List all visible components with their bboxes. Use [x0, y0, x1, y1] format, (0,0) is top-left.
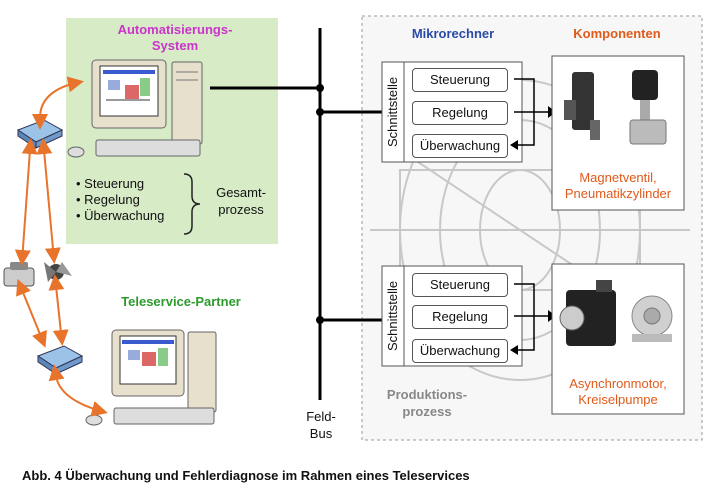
- component-bottom-label: Asynchronmotor, Kreiselpumpe: [569, 376, 667, 407]
- mikrorechner-title: Mikrorechner: [411, 26, 495, 41]
- centrifugal-pump-icon: [631, 295, 673, 342]
- teleservice-title: Teleservice-Partner: [121, 294, 241, 309]
- teleservice-computer-icon: [85, 329, 217, 426]
- komponenten-title: Komponenten: [573, 26, 661, 41]
- top-steuerung-box: Steuerung: [412, 68, 508, 92]
- communication-arrows: [14, 76, 108, 417]
- bullet-regelung: • Regelung: [76, 192, 140, 207]
- figure-caption: Abb. 4 Überwachung und Fehlerdiagnose im…: [22, 468, 470, 483]
- feldbus-label: Feld- Bus: [306, 409, 336, 441]
- interface-top-label: Schnittstelle: [385, 76, 400, 148]
- bottom-regelung-box: Regelung: [412, 305, 508, 329]
- machine-sketch: [370, 79, 690, 381]
- bottom-ueberwachung-box: Überwachung: [412, 339, 508, 363]
- top-ueberwachung-box: Überwachung: [412, 134, 508, 158]
- component-top-label: Magnetventil, Pneumatikzylinder: [564, 170, 672, 201]
- modem-top-icon: [16, 119, 64, 149]
- solenoid-valve-icon: [564, 72, 600, 140]
- automation-system-title: Automatisierungs- System: [117, 22, 233, 53]
- top-regelung-box: Regelung: [412, 101, 508, 125]
- async-motor-icon: [559, 280, 616, 346]
- interface-bottom-label: Schnittstelle: [385, 280, 400, 352]
- produktionsprozess-label: Produktions- prozess: [386, 387, 468, 419]
- bottom-steuerung-box: Steuerung: [412, 273, 508, 297]
- brace: [183, 173, 201, 235]
- bullet-steuerung: • Steuerung: [76, 176, 145, 191]
- pneumatic-valve-icon: [629, 70, 667, 145]
- satellite-icon: [44, 262, 72, 282]
- modem-bottom-icon: [36, 345, 84, 375]
- automation-computer-icon: [67, 59, 203, 158]
- bullet-ueberwachung: • Überwachung: [76, 208, 165, 223]
- phone-icon: [3, 262, 35, 287]
- gesamtprozess-label: Gesamt- prozess: [216, 185, 266, 217]
